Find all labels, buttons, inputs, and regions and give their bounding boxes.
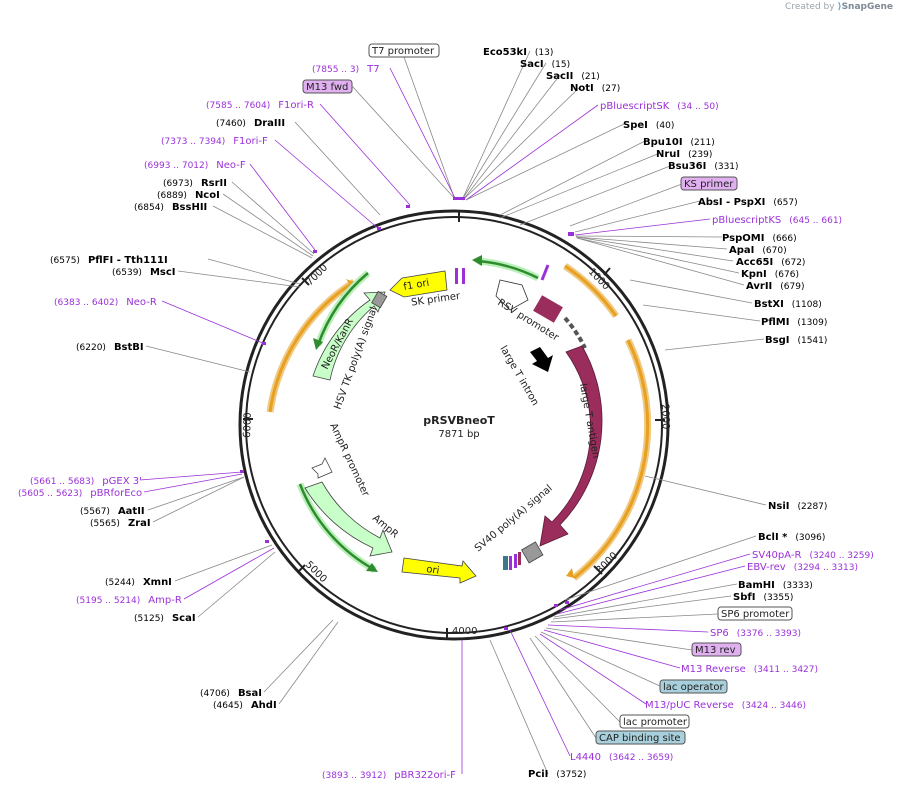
enzyme-pcii[interactable]: PciI(3752) [528, 769, 586, 780]
green-orf-arcs [296, 255, 540, 574]
enzyme-bsgi[interactable]: BsgI(1541) [765, 335, 827, 346]
enzyme-bpu10i[interactable]: Bpu10I(211) [643, 137, 715, 148]
sp6-promoter-box[interactable]: SP6 promoter [721, 609, 790, 620]
enzyme-scai[interactable]: (5125)ScaI [134, 613, 196, 624]
feature-f1-ori[interactable]: f1 ori [389, 270, 448, 298]
enzyme-pspomi[interactable]: PspOMI(666) [722, 233, 797, 244]
enzyme-bamhi[interactable]: BamHI(3333) [738, 580, 813, 591]
enzyme-kpni[interactable]: KpnI(676) [741, 269, 799, 280]
primer-sp6[interactable]: SP6(3376 .. 3393) [710, 628, 801, 639]
primer-t7[interactable]: (7855 .. 3)T7 [312, 64, 380, 75]
enzyme-pflfi[interactable]: (6575)PflFI - Tth111I [50, 255, 168, 266]
backbone-inner [245, 216, 663, 634]
enzyme-bsai[interactable]: (4706)BsaI [200, 688, 262, 699]
primer-f1ori-f[interactable]: (7373 .. 7394)F1ori-F [161, 136, 268, 147]
enzyme-apai[interactable]: ApaI(670) [729, 245, 787, 256]
enzyme-aatii[interactable]: (5567)AatII [80, 506, 145, 517]
orf-arcs [266, 263, 652, 581]
enzyme-acc65i[interactable]: Acc65I(672) [736, 257, 805, 268]
tick-2000: 2000 [659, 404, 671, 430]
enzyme-pflmi[interactable]: PflMI(1309) [761, 317, 827, 328]
primer-labels: (7855 .. 3)T7 (7585 .. 7604)F1ori-R (737… [18, 64, 874, 781]
primer-pbluescriptks[interactable]: pBluescriptKS(645 .. 661) [712, 215, 842, 226]
lac-operator-box[interactable]: lac operator [663, 682, 724, 693]
enzyme-bstxi[interactable]: BstXI(1108) [754, 299, 822, 310]
ks-primer-box[interactable]: KS primer [684, 179, 734, 190]
t7-promoter-box[interactable]: T7 promoter [371, 46, 435, 57]
primer-neo-f[interactable]: (6993 .. 7012)Neo-F [144, 160, 246, 171]
m13-rev-box[interactable]: M13 rev [695, 645, 736, 656]
enzyme-absi-pspxi[interactable]: AbsI - PspXI(657) [698, 197, 798, 208]
cap-binding-box[interactable]: CAP binding site [599, 733, 681, 744]
leader-lines [139, 50, 767, 775]
enzyme-avrii[interactable]: AvrII(679) [746, 281, 804, 292]
primer-pgex3[interactable]: (5661 .. 5683)pGEX 3' [30, 476, 142, 487]
enzyme-noti[interactable]: NotI(27) [570, 83, 620, 94]
enzyme-bcli[interactable]: BclI *(3096) [758, 532, 825, 543]
primer-m13-reverse[interactable]: M13 Reverse(3411 .. 3427) [681, 664, 818, 675]
enzyme-ncoi[interactable]: (6889)NcoI [157, 190, 220, 201]
enzyme-bsshii[interactable]: (6854)BssHII [134, 202, 207, 213]
enzyme-ahdi[interactable]: (4645)AhdI [213, 700, 277, 711]
tick-4000: 4000 [452, 626, 477, 637]
m13-fwd-box[interactable]: M13 fwd [306, 82, 348, 93]
f1-ori-label: f1 ori [403, 278, 431, 293]
enzyme-saci[interactable]: SacI(15) [520, 59, 570, 70]
enzyme-bstbi[interactable]: (6220)BstBI [76, 342, 144, 353]
primer-amp-r[interactable]: (5195 .. 5214)Amp-R [76, 595, 182, 606]
enzyme-spei[interactable]: SpeI(40) [623, 120, 674, 131]
ori-label: ori [426, 564, 440, 577]
enzyme-msci[interactable]: (6539)MscI [112, 267, 176, 278]
enzyme-rsrii[interactable]: (6973)RsrII [163, 178, 227, 189]
backbone-outer [238, 209, 670, 641]
enzyme-sacii[interactable]: SacII(21) [546, 71, 600, 82]
enzyme-nrui[interactable]: NruI(239) [656, 149, 712, 160]
ampr-promoter-label: AmpR promoter [327, 422, 371, 499]
primer-pbluescriptsk[interactable]: pBluescriptSK(34 .. 50) [600, 101, 719, 112]
sk-primer-marks [455, 268, 465, 284]
feature-large-t-antigen[interactable]: large T antigen [539, 345, 603, 547]
enzyme-eco53ki[interactable]: Eco53kI(13) [483, 47, 553, 58]
primer-pbr322ori-f[interactable]: (3893 .. 3912)pBR322ori-F [322, 770, 456, 781]
enzyme-xmni[interactable]: (5244)XmnI [105, 577, 172, 588]
enzyme-zrai[interactable]: (5565)ZraI [90, 518, 151, 529]
plasmid-name: pRSVBneoT [423, 414, 495, 427]
lac-promoter-box[interactable]: lac promoter [623, 717, 688, 728]
enzyme-nsii[interactable]: NsiI(2287) [768, 501, 827, 512]
plasmid-length: 7871 bp [438, 429, 479, 440]
enzyme-bsu36i[interactable]: Bsu36I(331) [668, 161, 739, 172]
backbone-feature-marks [240, 197, 574, 630]
feature-sv40-polya[interactable]: SV40 poly(A) signal [473, 483, 555, 564]
primer-sv40pa-r[interactable]: SV40pA-R(3240 .. 3259) [752, 550, 874, 561]
primer-f1ori-r[interactable]: (7585 .. 7604)F1ori-R [206, 100, 314, 111]
enzyme-draiii[interactable]: (7460)DraIII [216, 118, 285, 129]
primer-l4440[interactable]: L4440(3642 .. 3659) [570, 752, 673, 763]
tick-marks [243, 211, 665, 638]
primer-ebv-rev[interactable]: EBV-rev(3294 .. 3313) [747, 562, 858, 573]
snapgene-watermark: Created by ⟩SnapGene [785, 2, 893, 12]
mcs-cluster-marks [503, 552, 521, 570]
enzyme-labels: Eco53kI(13) SacI(15) SacII(21) NotI(27) … [50, 47, 827, 780]
primer-neo-r[interactable]: (6383 .. 6402)Neo-R [54, 297, 157, 308]
enzyme-sbfi[interactable]: SbfI(3355) [733, 592, 793, 603]
primer-pbrforeco[interactable]: (5605 .. 5623)pBRforEco [18, 488, 142, 499]
boxed-labels: T7 promoter M13 fwd KS primer SP6 promot… [302, 43, 793, 745]
primer-m13-puc-reverse[interactable]: M13/pUC Reverse(3424 .. 3446) [645, 700, 806, 711]
tick-7000: 7000 [304, 262, 330, 288]
tick-6000: 6000 [242, 412, 254, 438]
feature-ori[interactable]: ori [401, 557, 477, 584]
